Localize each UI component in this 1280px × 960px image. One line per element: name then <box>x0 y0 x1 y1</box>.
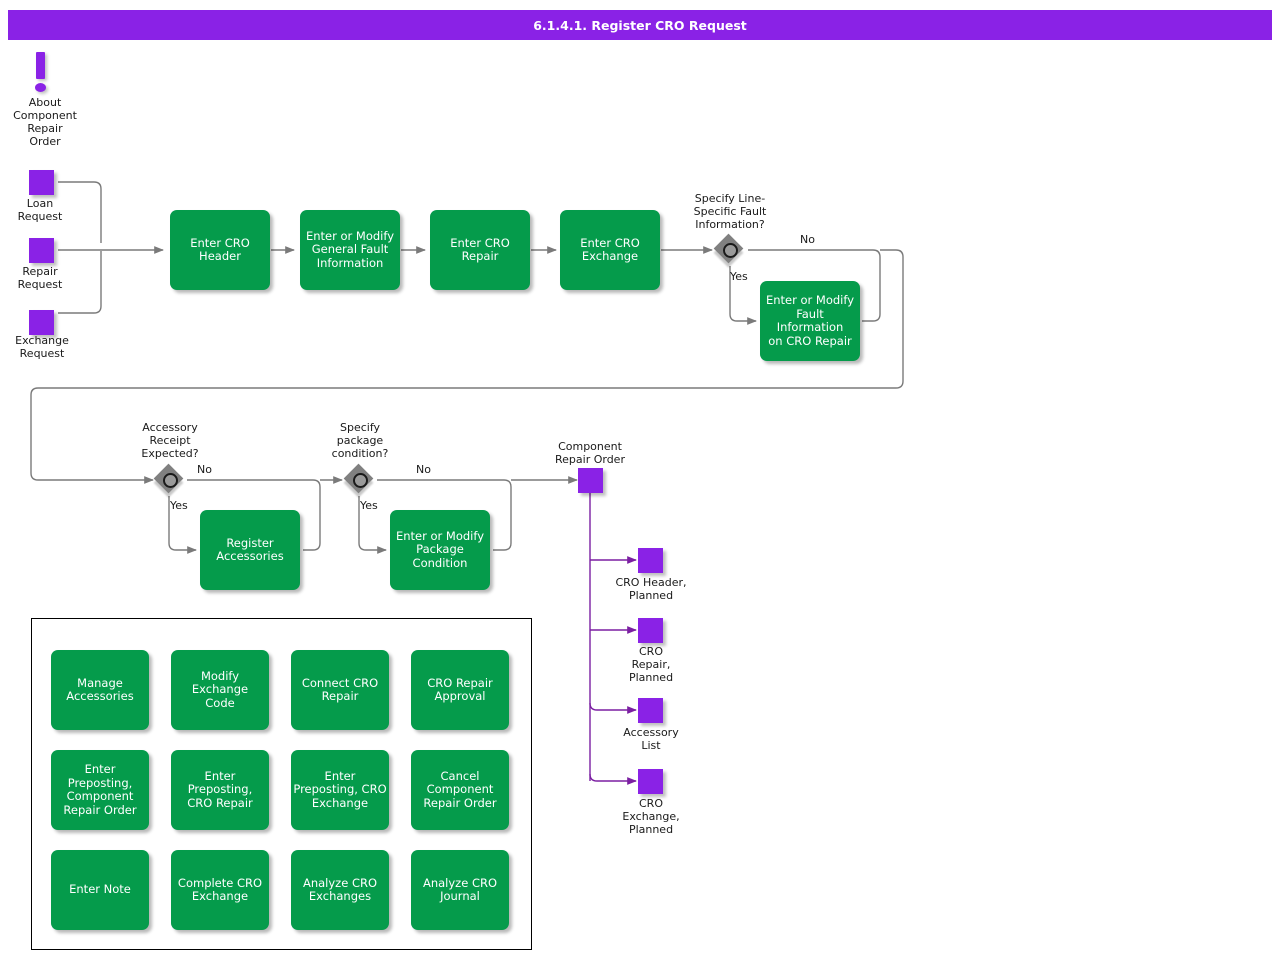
page-title: 6.1.4.1. Register CRO Request <box>8 10 1272 40</box>
activity-cro-repair-approval[interactable]: CRO Repair Approval <box>411 650 509 730</box>
object-accessory-list-label: Accessory List <box>623 726 679 752</box>
decision-specify-package-condition-question: Specify package condition? <box>331 421 389 460</box>
object-cro-repair-planned-label: CRO Repair, Planned <box>628 645 674 684</box>
activity-register-accessories-label: Register Accessories <box>216 535 284 563</box>
activity-enter-preposting-component-repair-order[interactable]: Enter Preposting, Component Repair Order <box>51 750 149 830</box>
object-exchange-request[interactable] <box>29 310 54 335</box>
activity-enter-cro-header-label: Enter CRO Header <box>190 235 250 263</box>
activity-enter-cro-exchange[interactable]: Enter CRO Exchange <box>560 210 660 290</box>
object-exchange-request-label: Exchange Request <box>15 334 69 360</box>
activity-enter-preposting-cro-exchange-label: Enter Preposting, CRO Exchange <box>293 768 387 810</box>
activity-manage-accessories[interactable]: Manage Accessories <box>51 650 149 730</box>
object-loan-request[interactable] <box>29 170 54 195</box>
object-accessory-list[interactable] <box>638 698 663 723</box>
decision-specify-package-condition-yes-label: Yes <box>360 499 378 512</box>
object-cro-exchange-planned[interactable] <box>638 769 663 794</box>
decision-accessory-receipt-expected-no-label: No <box>197 463 212 476</box>
activity-enter-note-label: Enter Note <box>69 882 131 897</box>
activity-enter-cro-exchange-label: Enter CRO Exchange <box>580 235 640 263</box>
object-component-repair-order[interactable] <box>578 468 603 493</box>
activity-enter-cro-repair-label: Enter CRO Repair <box>450 235 510 263</box>
activity-enter-cro-header[interactable]: Enter CRO Header <box>170 210 270 290</box>
activity-analyze-cro-journal[interactable]: Analyze CRO Journal <box>411 850 509 930</box>
activity-cro-repair-approval-label: CRO Repair Approval <box>427 675 493 703</box>
object-loan-request-label: Loan Request <box>17 197 63 223</box>
object-repair-request[interactable] <box>29 238 54 263</box>
activity-modify-exchange-code[interactable]: Modify Exchange Code <box>171 650 269 730</box>
exclamation-dot <box>35 83 46 92</box>
decision-specify-line-specific-fault-no-label: No <box>800 233 815 246</box>
object-cro-header-planned[interactable] <box>638 548 663 573</box>
decision-specify-package-condition[interactable] <box>343 463 375 495</box>
decision-specify-package-condition-no-label: No <box>416 463 431 476</box>
activity-connect-cro-repair[interactable]: Connect CRO Repair <box>291 650 389 730</box>
activity-enter-preposting-cro-repair-label: Enter Preposting, CRO Repair <box>187 768 253 810</box>
activity-cancel-component-repair-order-label: Cancel Component Repair Order <box>423 768 497 810</box>
activity-modify-exchange-code-label: Modify Exchange Code <box>191 668 249 710</box>
decision-accessory-receipt-expected-question: Accessory Receipt Expected? <box>141 421 199 460</box>
related-activities-frame <box>31 618 532 950</box>
decision-specify-line-specific-fault-yes-label: Yes <box>730 270 748 283</box>
exclamation-bar <box>36 52 45 79</box>
decision-circle-icon <box>163 473 178 488</box>
decision-accessory-receipt-expected[interactable] <box>153 463 185 495</box>
object-cro-header-planned-label: CRO Header, Planned <box>615 576 687 602</box>
activity-enter-note[interactable]: Enter Note <box>51 850 149 930</box>
activity-register-accessories[interactable]: Register Accessories <box>200 510 300 590</box>
activity-analyze-cro-exchanges-label: Analyze CRO Exchanges <box>302 875 378 903</box>
activity-connect-cro-repair-label: Connect CRO Repair <box>301 675 379 703</box>
activity-enter-or-modify-fault-information-on-cro-repair[interactable]: Enter or Modify Fault Information on CRO… <box>760 281 860 361</box>
activity-enter-or-modify-general-fault-information-label: Enter or Modify General Fault Informatio… <box>305 228 395 270</box>
decision-specify-line-specific-fault-question: Specify Line- Specific Fault Information… <box>693 192 767 231</box>
activity-enter-preposting-cro-repair[interactable]: Enter Preposting, CRO Repair <box>171 750 269 830</box>
activity-analyze-cro-exchanges[interactable]: Analyze CRO Exchanges <box>291 850 389 930</box>
exclamation-icon <box>32 52 50 94</box>
activity-enter-or-modify-package-condition[interactable]: Enter or Modify Package Condition <box>390 510 490 590</box>
activity-enter-preposting-cro-exchange[interactable]: Enter Preposting, CRO Exchange <box>291 750 389 830</box>
activity-analyze-cro-journal-label: Analyze CRO Journal <box>422 875 498 903</box>
object-component-repair-order-label: Component Repair Order <box>555 440 625 466</box>
activity-complete-cro-exchange-label: Complete CRO Exchange <box>177 875 263 903</box>
activity-enter-cro-repair[interactable]: Enter CRO Repair <box>430 210 530 290</box>
decision-specify-line-specific-fault[interactable] <box>713 233 745 265</box>
object-repair-request-label: Repair Request <box>17 265 63 291</box>
object-cro-repair-planned[interactable] <box>638 618 663 643</box>
note-label: About Component Repair Order <box>13 96 77 148</box>
activity-enter-or-modify-fault-information-on-cro-repair-label: Enter or Modify Fault Information on CRO… <box>765 293 855 348</box>
decision-accessory-receipt-expected-yes-label: Yes <box>170 499 188 512</box>
activity-complete-cro-exchange[interactable]: Complete CRO Exchange <box>171 850 269 930</box>
activity-cancel-component-repair-order[interactable]: Cancel Component Repair Order <box>411 750 509 830</box>
activity-manage-accessories-label: Manage Accessories <box>66 675 134 703</box>
activity-enter-preposting-component-repair-order-label: Enter Preposting, Component Repair Order <box>63 762 137 817</box>
decision-circle-icon <box>353 473 368 488</box>
activity-enter-or-modify-general-fault-information[interactable]: Enter or Modify General Fault Informatio… <box>300 210 400 290</box>
object-cro-exchange-planned-label: CRO Exchange, Planned <box>622 797 680 836</box>
activity-enter-or-modify-package-condition-label: Enter or Modify Package Condition <box>395 528 485 570</box>
decision-circle-icon <box>723 243 738 258</box>
